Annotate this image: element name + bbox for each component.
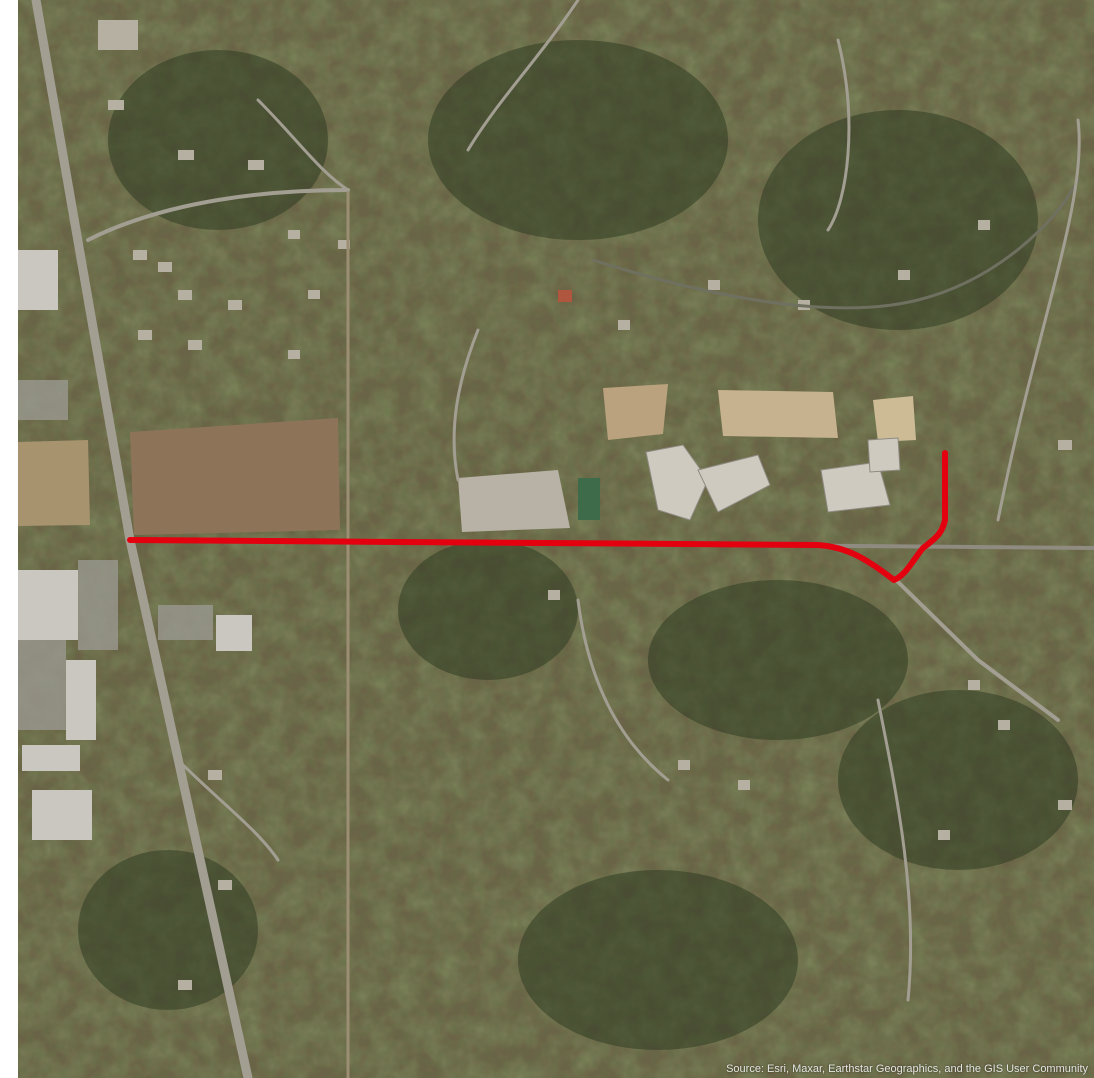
farm-field (18, 440, 90, 526)
forest-patches (78, 40, 1078, 1050)
route-line[interactable] (127, 450, 948, 583)
sports-field (873, 396, 916, 442)
commercial-buildings (18, 250, 252, 840)
map-attribution: Source: Esri, Maxar, Earthstar Geographi… (726, 1063, 1088, 1075)
map-view[interactable]: Source: Esri, Maxar, Earthstar Geographi… (18, 0, 1094, 1078)
cleared-field (130, 418, 340, 535)
parking-lots (18, 380, 213, 730)
school-buildings (645, 437, 901, 521)
tennis-court (578, 478, 600, 520)
satellite-imagery (18, 0, 1094, 1078)
sports-field (603, 384, 668, 440)
sports-field (718, 390, 838, 438)
apartment-complex (458, 470, 570, 532)
